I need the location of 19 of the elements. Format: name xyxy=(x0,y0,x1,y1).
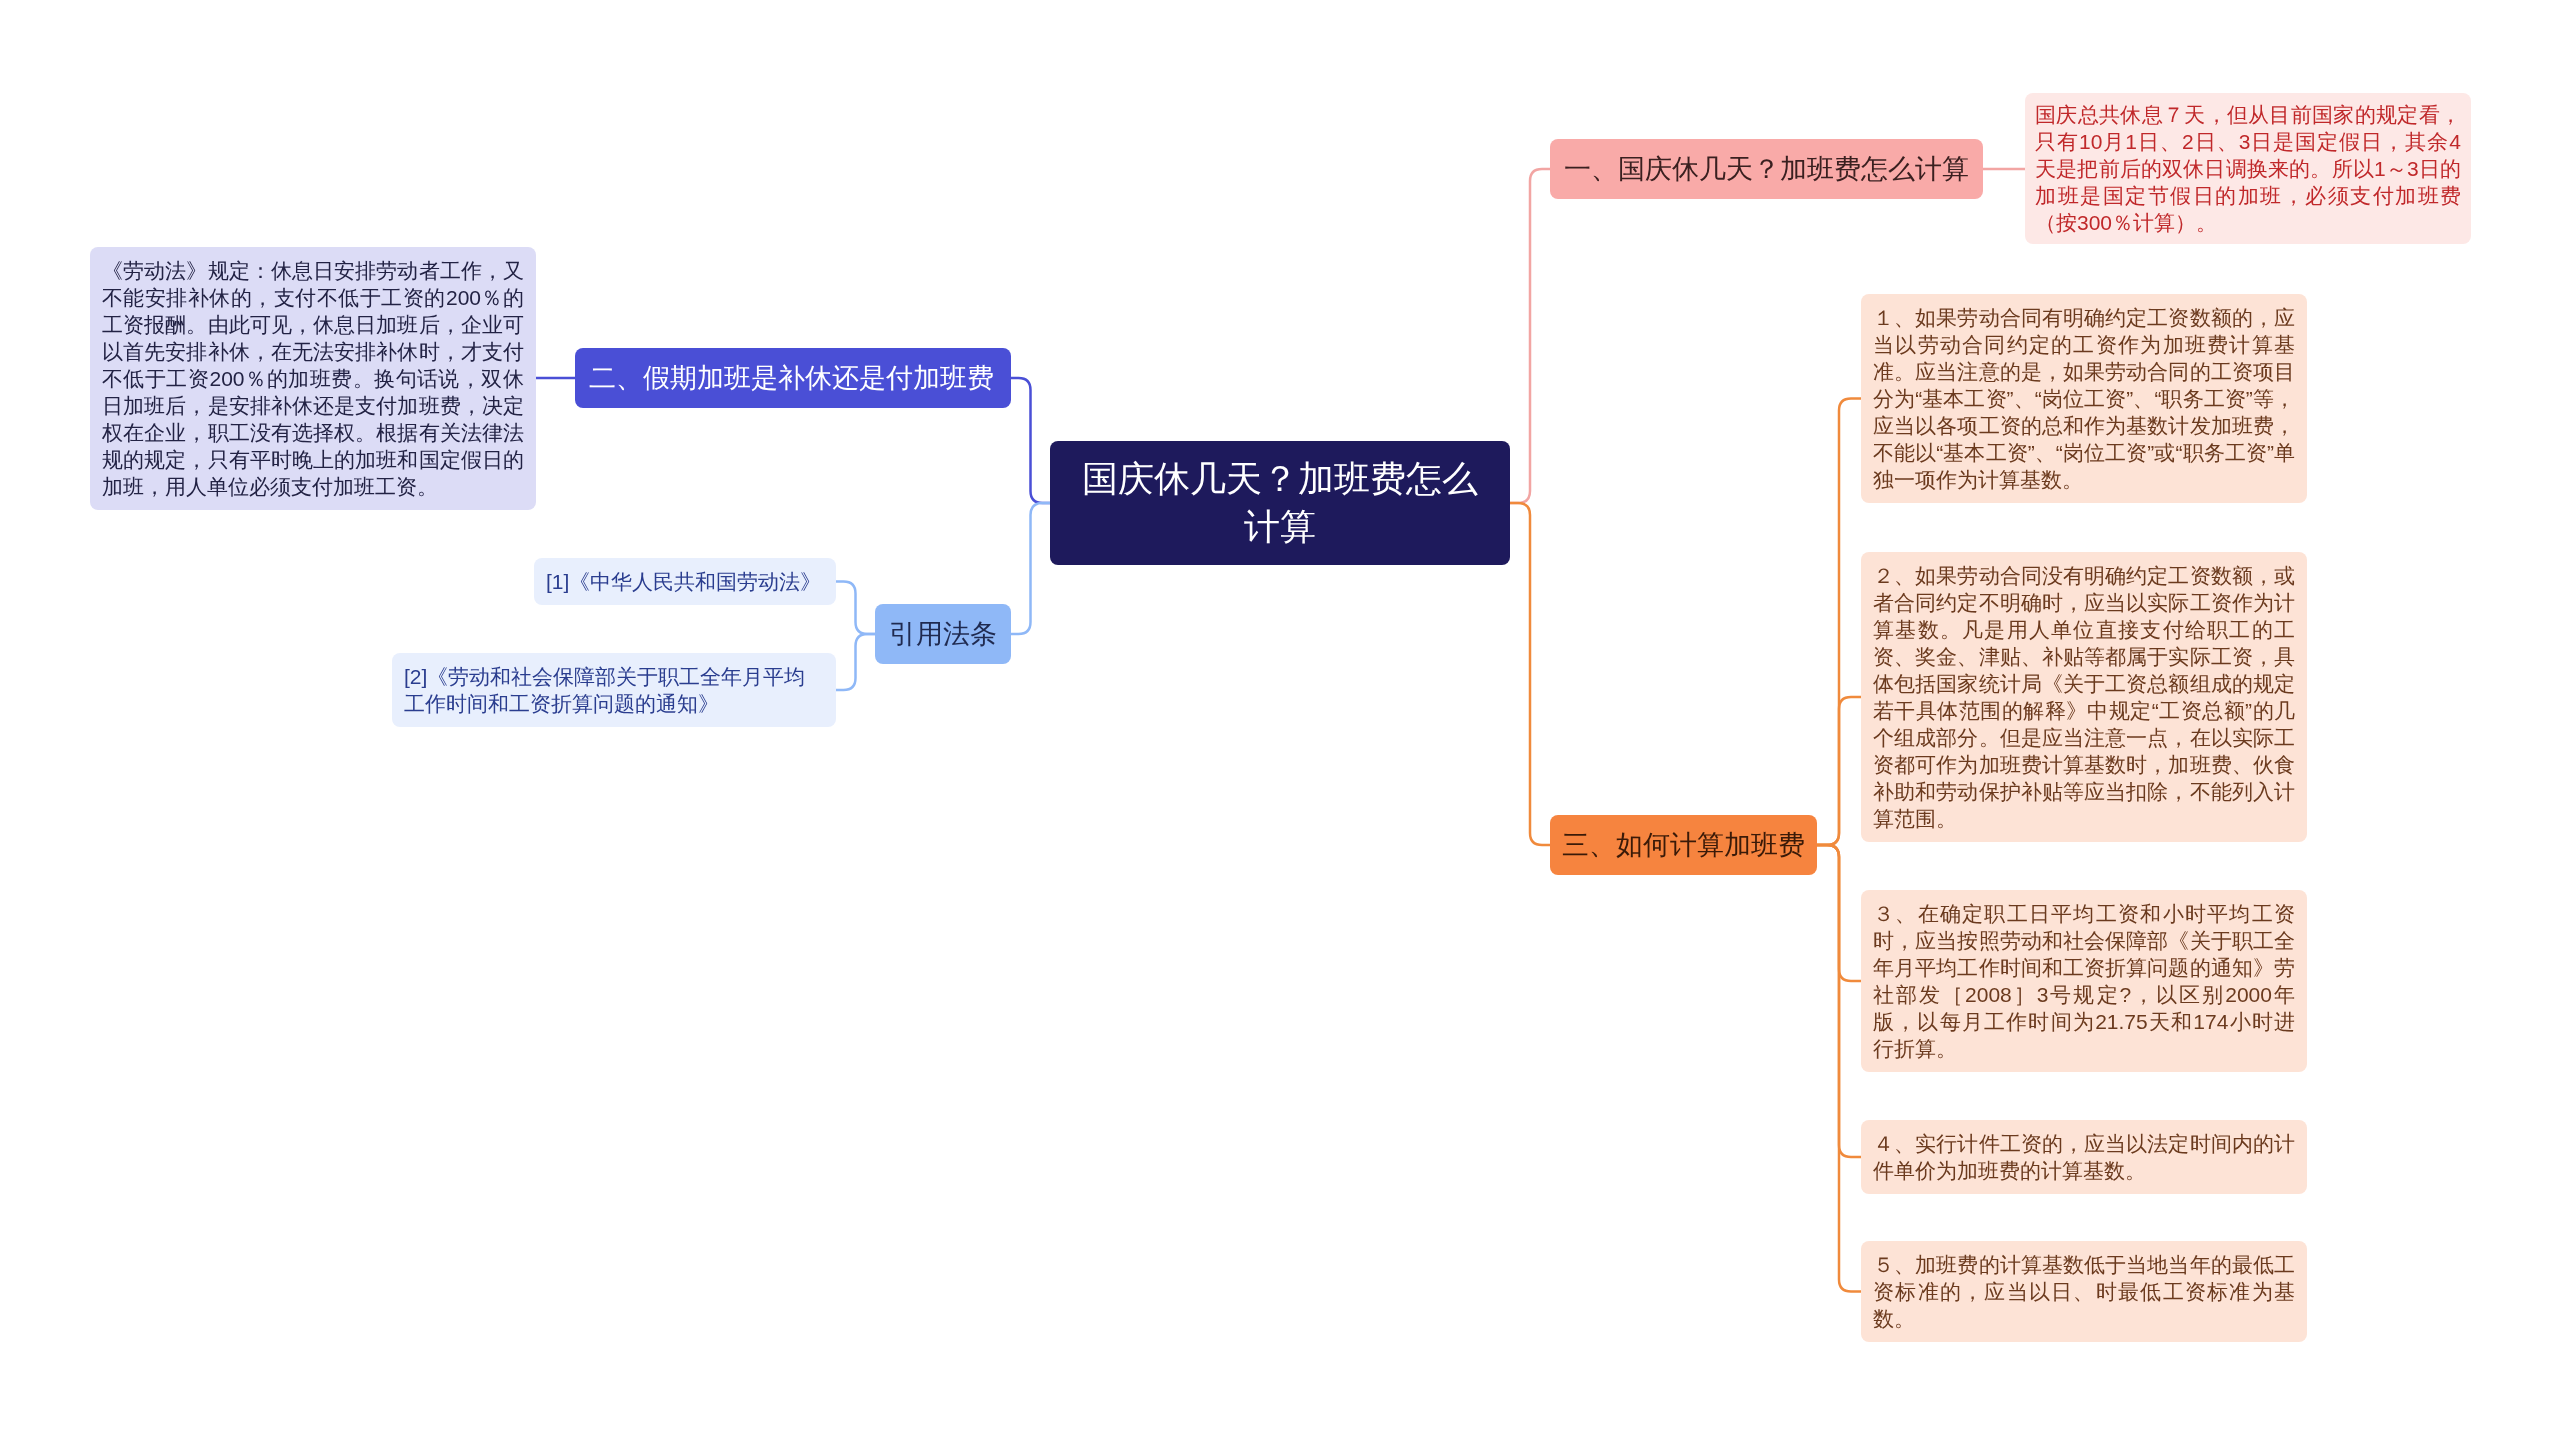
detail-box: ４、实行计件工资的，应当以法定时间内的计件单价为加班费的计算基数。 xyxy=(1861,1120,2307,1194)
detail-box: ２、如果劳动合同没有明确约定工资数额，或者合同约定不明确时，应当以实际工资作为计算基数。凡是用人单位直接支付给职工的工资、奖金、津贴、补贴等都属于实际工资，具体包括国家统计局《关于工资总额组成的规定若干具体范围的解释》中规定“工资总额”的几个组成部分。但是应当注意一点，在以实际工资都可作为加班费计算基数时，加班费、伙食补助和劳动保护补贴等应当扣除，不能列入计算范围。 xyxy=(1861,552,2307,842)
detail-box: 国庆总共休息７天，但从目前国家的规定看，只有10月1日、2日、3日是国定假日，其余4天是把前后的双休日调换来的。所以1～3日的加班是国定节假日的加班，必须支付加班费（按300％计算）。 xyxy=(2025,93,2471,244)
topic-box: 三、如何计算加班费 xyxy=(1550,815,1817,875)
root-topic-box: 国庆休几天？加班费怎么计算 xyxy=(1050,441,1510,565)
connector xyxy=(536,376,575,380)
topic-box: 一、国庆休几天？加班费怎么计算 xyxy=(1550,139,1983,199)
reference-box: [2]《劳动和社会保障部关于职工全年月平均工作时间和工资折算问题的通知》 xyxy=(392,653,836,727)
detail-box: 《劳动法》规定：休息日安排劳动者工作，又不能安排补休的，支付不低于工资的200％的工资报酬。由此可见，休息日加班后，企业可以首先安排补休，在无法安排补休时，才支付不低于工资200％的加班费。换句话说，双休日加班后，是安排补休还是支付加班费，决定权在企业，职工没有选择权。根据有关法律法规的规定，只有平时晚上的加班和国定假日的加班，用人单位必须支付加班工资。 xyxy=(90,247,536,510)
connector xyxy=(1510,501,1550,847)
reference-box: [1]《中华人民共和国劳动法》 xyxy=(534,558,836,605)
connector xyxy=(1983,167,2025,171)
topic-box: 二、假期加班是补休还是付加班费 xyxy=(575,348,1011,408)
detail-box: ５、加班费的计算基数低于当地当年的最低工资标准的，应当以日、时最低工资标准为基数。 xyxy=(1861,1241,2307,1342)
topic-box: 引用法条 xyxy=(875,604,1011,664)
connector xyxy=(1817,843,1861,1293)
connector xyxy=(1011,501,1050,636)
detail-box: １、如果劳动合同有明确约定工资数额的，应当以劳动合同约定的工资作为加班费计算基准。应当注意的是，如果劳动合同的工资项目分为“基本工资”、“岗位工资”、“职务工资”等，应当以各项工资的总和作为基数计发加班费，不能以“基本工资”、“岗位工资”或“职务工资”单独一项作为计算基数。 xyxy=(1861,294,2307,503)
detail-box: ３、在确定职工日平均工资和小时平均工资时，应当按照劳动和社会保障部《关于职工全年月平均工作时间和工资折算问题的通知》劳社部发［2008］3号规定?，以区别2000年版，以每月工作时间为21.75天和174小时进行折算。 xyxy=(1861,890,2307,1072)
